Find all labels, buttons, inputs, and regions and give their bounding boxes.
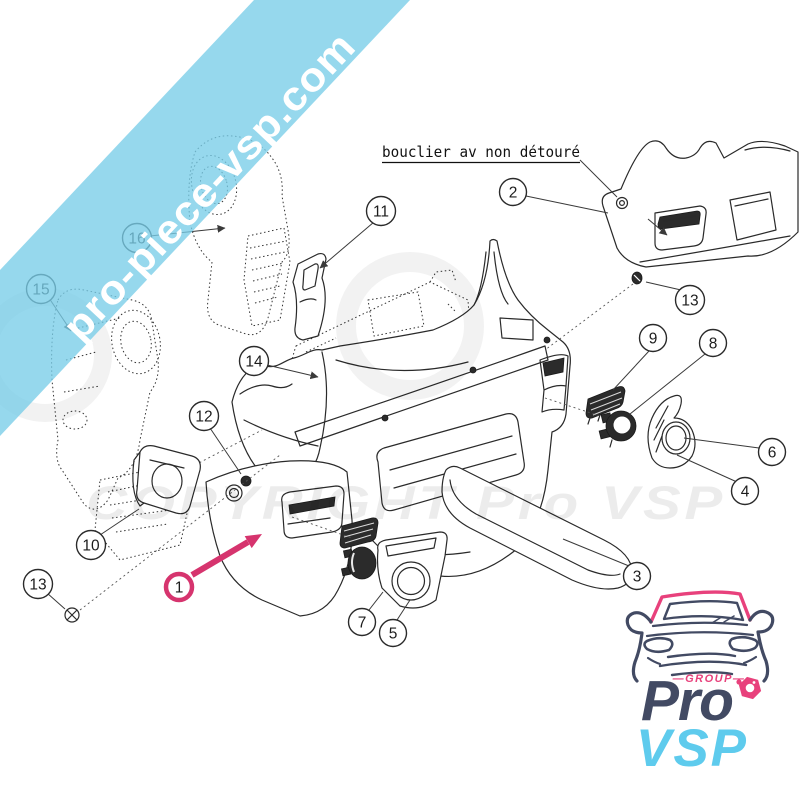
callout-12: 12	[188, 400, 220, 432]
label-text: bouclier av non détouré	[382, 143, 580, 161]
part-6-4-bezel	[647, 394, 696, 469]
highlight-arrow-head	[244, 534, 262, 549]
callout-1: 1	[175, 580, 184, 597]
part-3-diffuser-blade	[441, 465, 633, 590]
highlight-circle	[163, 571, 195, 603]
svg-text:6: 6	[768, 445, 777, 462]
highlight-arrow-shaft	[190, 539, 250, 578]
watermark-text: COPYRIGHT Pro VSP	[86, 476, 726, 529]
callout-5: 5	[378, 618, 408, 648]
align-line-clip13-bottom	[79, 454, 281, 611]
callout-7: 7	[347, 607, 377, 637]
callout-4: 4	[730, 476, 760, 506]
part-grille-slats	[339, 517, 379, 549]
svg-text:4: 4	[741, 484, 750, 501]
callout-11: 11	[365, 195, 397, 227]
logo-car-icon	[625, 590, 775, 683]
svg-text:13: 13	[29, 577, 46, 594]
svg-text:13: 13	[681, 293, 698, 310]
callout-9: 9	[638, 323, 668, 353]
logo-word-vsp: VSP	[636, 719, 748, 778]
align-line-grille	[291, 516, 353, 539]
align-line-clip13-top	[544, 283, 634, 351]
logo-word-pro: Pro	[641, 669, 733, 733]
part-11-bracket	[292, 252, 327, 341]
label-bouclier: bouclier av non détouré	[382, 143, 580, 164]
svg-text:8: 8	[709, 336, 718, 353]
highlight-part-1: 1	[163, 534, 262, 603]
part-8-fog-lamp-round	[598, 410, 637, 448]
part-2-front-bumper-corner	[601, 140, 799, 268]
callout-13-bottom: 13	[22, 568, 54, 600]
svg-text:2: 2	[509, 185, 518, 202]
logo-group-label: —GROUP—	[672, 673, 746, 685]
callout-8: 8	[698, 328, 728, 358]
svg-text:12: 12	[195, 409, 212, 426]
callout-6: 6	[757, 437, 787, 467]
part-5-bezel-ring	[376, 531, 448, 609]
callout-3: 3	[622, 561, 652, 591]
provsp-logo: —GROUP— Pro VSP	[625, 590, 775, 778]
callout-14: 14	[238, 345, 270, 377]
callout-13-top: 13	[674, 284, 706, 316]
part-9-vent-grille	[585, 386, 626, 425]
svg-text:10: 10	[82, 538, 100, 555]
svg-text:11: 11	[373, 204, 389, 221]
part-bumper-corner-left	[205, 460, 353, 617]
svg-text:3: 3	[633, 569, 642, 586]
clip-13-top	[631, 271, 643, 285]
logo-accent-dot	[736, 679, 742, 685]
callout-2: 2	[498, 177, 528, 207]
svg-text:7: 7	[358, 615, 367, 632]
clip-13-bottom	[64, 607, 80, 623]
part-10-support-bracket	[132, 445, 201, 515]
svg-text:14: 14	[245, 354, 263, 371]
logo-nut-icon	[738, 676, 762, 700]
svg-text:9: 9	[649, 331, 658, 348]
svg-text:5: 5	[389, 626, 398, 643]
callout-10: 10	[75, 529, 107, 561]
banner-ribbon	[0, 0, 410, 436]
part-7-fog-lamp	[340, 546, 377, 580]
